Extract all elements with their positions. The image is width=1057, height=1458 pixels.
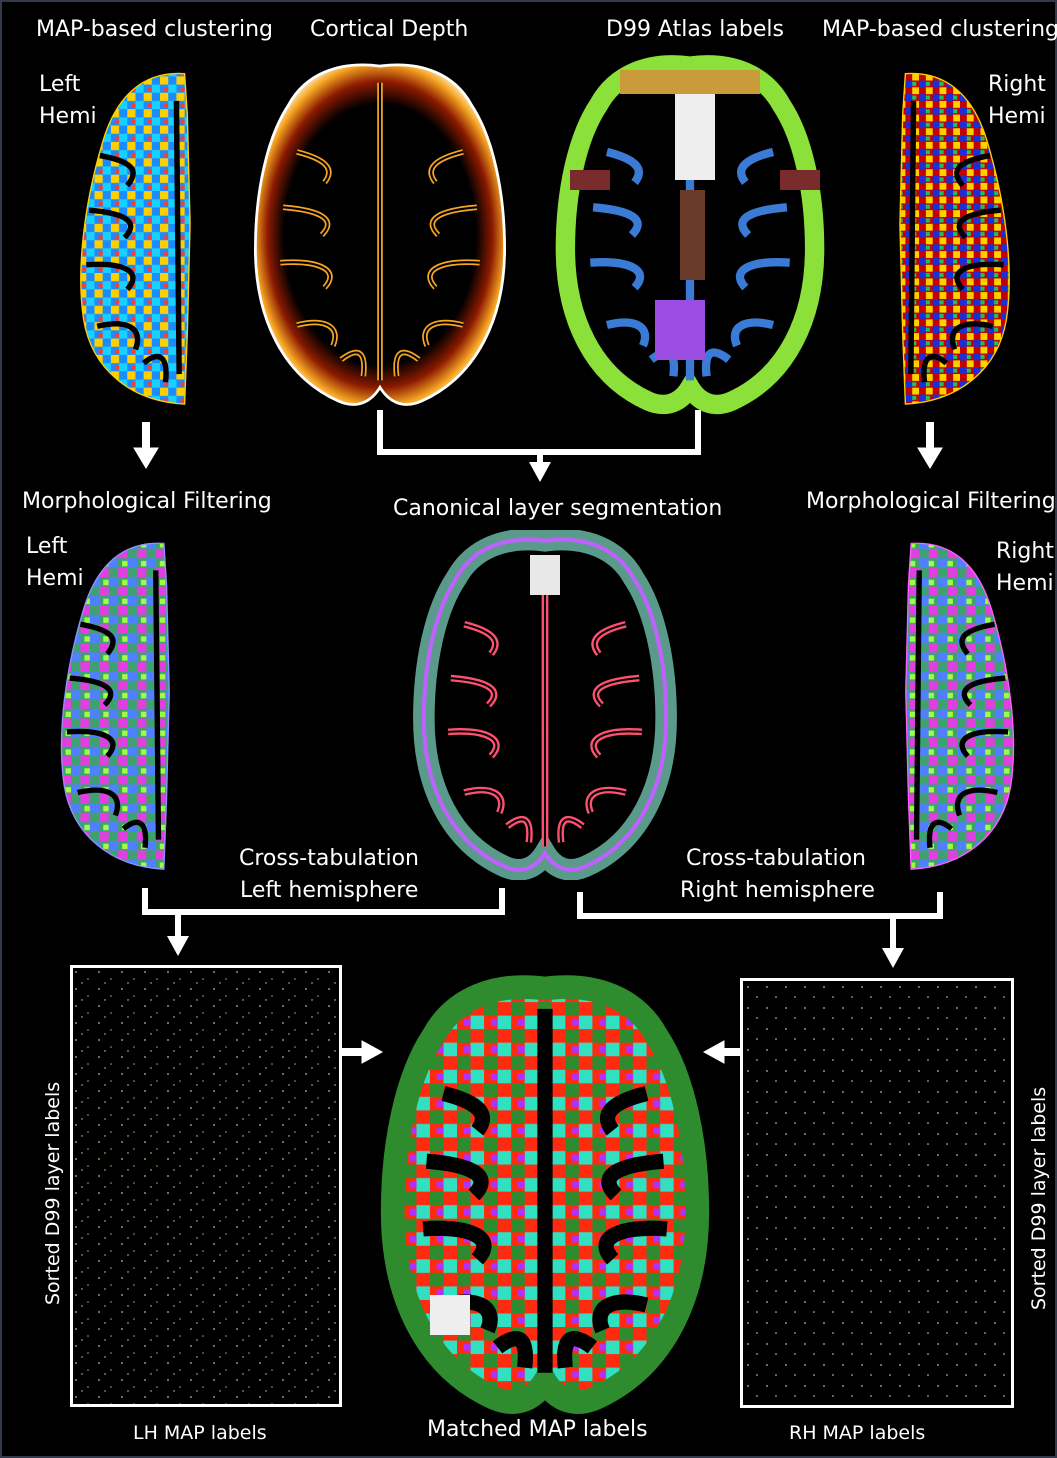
lh-hemi-mid-line2: Hemi <box>26 566 84 592</box>
title-d99-atlas: D99 Atlas labels <box>606 17 784 43</box>
rh-hemi-top-line2: Hemi <box>988 104 1046 130</box>
lh-matrix-xlabel: LH MAP labels <box>133 1420 267 1446</box>
lh-matrix-dots <box>73 968 339 1404</box>
crosstab-right-line1: Cross-tabulation <box>686 846 866 872</box>
rh-crosstab-matrix <box>740 978 1014 1408</box>
title-cortical-depth: Cortical Depth <box>310 17 468 43</box>
canonical-layer-image <box>424 540 666 870</box>
arrow-crosstab-left <box>167 936 189 956</box>
arrow-left-down <box>134 422 158 468</box>
arrow-right-to-center <box>704 1041 740 1063</box>
bracket-top-center <box>380 410 698 465</box>
arrow-crosstab-right <box>882 948 904 968</box>
crosstab-right-line2: Right hemisphere <box>680 878 875 904</box>
matched-map-label: Matched MAP labels <box>427 1417 648 1443</box>
title-canonical-layer: Canonical layer segmentation <box>393 496 722 522</box>
matched-map-image <box>393 987 698 1402</box>
rh-hemi-mid-line2: Hemi <box>996 571 1054 597</box>
arrow-left-to-center <box>342 1041 382 1063</box>
crosstab-left-line2: Left hemisphere <box>240 878 418 904</box>
crosstab-left-line1: Cross-tabulation <box>239 846 419 872</box>
lh-matrix-ylabel: Sorted D99 layer labels <box>42 1082 64 1305</box>
lh-hemi-top-line1: Left <box>39 72 80 98</box>
lh-map-clustering-image <box>81 73 190 404</box>
arrow-right-down <box>918 422 942 468</box>
rh-matrix-xlabel: RH MAP labels <box>789 1420 925 1446</box>
title-rh-map-clustering: MAP-based clustering <box>822 17 1057 43</box>
lh-filtered-image <box>61 543 169 869</box>
cortical-depth-image <box>255 65 504 405</box>
rh-hemi-mid-line1: Right <box>996 539 1054 565</box>
lh-hemi-top-line2: Hemi <box>39 104 97 130</box>
rh-matrix-dots <box>743 981 1011 1405</box>
lh-hemi-mid-line1: Left <box>26 534 67 560</box>
title-rh-morph-filtering: Morphological Filtering <box>806 489 1056 515</box>
lh-crosstab-matrix <box>70 965 342 1407</box>
title-lh-map-clustering: MAP-based clustering <box>36 17 273 43</box>
arrow-center-down <box>529 462 551 482</box>
title-lh-morph-filtering: Morphological Filtering <box>22 489 272 515</box>
d99-atlas-image <box>565 65 820 405</box>
rh-matrix-ylabel: Sorted D99 layer labels <box>1028 1087 1050 1310</box>
rh-hemi-top-line1: Right <box>988 72 1046 98</box>
